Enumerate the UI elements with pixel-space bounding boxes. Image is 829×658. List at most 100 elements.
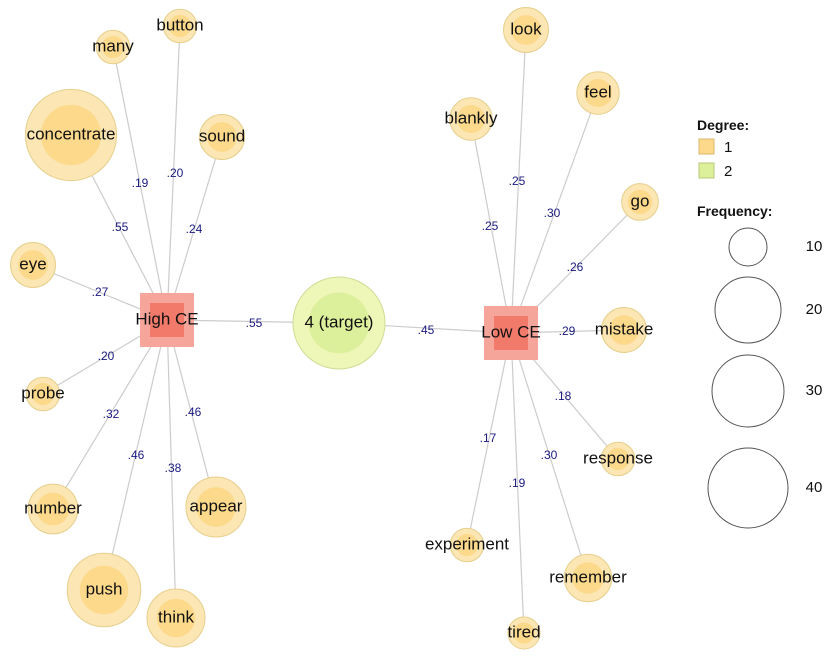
edge-high-think xyxy=(166,319,177,619)
legend-degree-label-2: 2 xyxy=(724,163,732,180)
hub-inner-square xyxy=(150,303,184,337)
hub-inner-square xyxy=(494,316,528,350)
edge-label-low-response: .18 xyxy=(555,389,572,403)
node-feel: feel xyxy=(576,71,620,115)
node-label-probe: probe xyxy=(21,383,64,402)
edge-label-high-many: .19 xyxy=(132,176,149,190)
node-inner-circle xyxy=(511,15,541,45)
node-inner-circle xyxy=(36,492,70,526)
edge-high-many xyxy=(112,46,168,321)
node-label-low: Low CE xyxy=(481,322,541,341)
edge-label-low-blankly: .25 xyxy=(482,219,499,233)
node-inner-circle xyxy=(40,104,102,166)
edge-labels-layer: .19.20.55.24.27.20.32.46.38.46.55.45.25.… xyxy=(92,166,584,490)
edge-high-number xyxy=(52,319,168,510)
legend-degree-swatch-2 xyxy=(698,162,715,179)
node-label-sound: sound xyxy=(199,126,245,145)
node-label-feel: feel xyxy=(584,82,611,101)
legend-degree-title: Degree: xyxy=(697,117,749,133)
node-go: go xyxy=(621,183,659,221)
node-eye: eye xyxy=(10,242,56,288)
edge-label-low-mistake: .29 xyxy=(559,324,576,338)
node-inner-circle xyxy=(168,14,192,38)
node-inner-circle xyxy=(455,533,479,557)
legend-frequency-label-20: 20 xyxy=(806,301,823,318)
legend-frequency-title: Frequency: xyxy=(697,203,772,219)
node-inner-circle xyxy=(627,189,653,215)
node-experiment: experiment xyxy=(425,527,509,563)
node-mistake: mistake xyxy=(595,307,654,353)
node-appear: appear xyxy=(185,476,247,538)
edge-high-sound xyxy=(166,136,223,321)
edge-low-blankly xyxy=(470,118,512,334)
edge-low-look xyxy=(510,29,527,334)
node-inner-circle xyxy=(101,35,125,59)
node-label-think: think xyxy=(158,607,194,626)
node-label-look: look xyxy=(510,19,542,38)
node-label-appear: appear xyxy=(190,496,243,515)
edge-label-low-experiment: .17 xyxy=(480,431,497,445)
edge-label-high-concentrate: .55 xyxy=(112,220,129,234)
node-label-push: push xyxy=(86,579,123,598)
node-inner-circle xyxy=(606,447,630,471)
node-label-response: response xyxy=(583,448,653,467)
legend-degree-label-1: 1 xyxy=(724,139,732,156)
node-label-experiment: experiment xyxy=(425,534,509,553)
edge-low-experiment xyxy=(466,332,512,546)
edge-label-low-look: .25 xyxy=(509,174,526,188)
edge-label-high-probe: .20 xyxy=(98,349,115,363)
node-inner-circle xyxy=(207,122,237,152)
node-think: think xyxy=(146,588,206,648)
edge-label-low-feel: .30 xyxy=(544,206,561,220)
node-response: response xyxy=(583,441,653,477)
legend-frequency-label-30: 30 xyxy=(806,382,823,399)
node-push: push xyxy=(66,552,142,628)
legend-frequency-circle-30 xyxy=(711,354,785,428)
edge-label-low-tired: .19 xyxy=(509,476,526,490)
edge-low-tired xyxy=(510,332,525,634)
node-label-concentrate: concentrate xyxy=(27,124,116,143)
legend-frequency-circle-10 xyxy=(728,227,768,267)
edge-high-appear xyxy=(166,319,217,508)
edge-label-high-think: .38 xyxy=(165,461,182,475)
node-high: High CE xyxy=(135,293,199,347)
node-inner-circle xyxy=(572,562,604,594)
edge-low-feel xyxy=(510,92,599,334)
node-label-remember: remember xyxy=(549,567,627,586)
node-probe: probe xyxy=(21,376,65,412)
node-label-go: go xyxy=(631,191,650,210)
node-blankly: blankly xyxy=(445,97,498,141)
edge-label-high-number: .32 xyxy=(103,407,120,421)
edge-high-push xyxy=(103,319,168,591)
node-button: button xyxy=(156,8,204,44)
edge-label-high-eye: .27 xyxy=(92,285,109,299)
edge-label-high-sound: .24 xyxy=(186,222,203,236)
node-number: number xyxy=(24,483,82,535)
edge-label-low-remember: .30 xyxy=(541,448,558,462)
node-inner-circle xyxy=(583,78,613,108)
node-inner-circle xyxy=(79,565,129,615)
node-remember: remember xyxy=(549,553,627,603)
node-inner-circle xyxy=(18,250,48,280)
edge-label-high-target: .55 xyxy=(246,316,263,330)
edge-label-high-push: .46 xyxy=(128,448,145,462)
node-many: many xyxy=(92,29,134,65)
edge-label-low-go: .26 xyxy=(567,260,584,274)
legend-degree-swatch-1 xyxy=(698,138,715,155)
node-label-button: button xyxy=(156,15,203,34)
node-sound: sound xyxy=(199,114,245,160)
node-label-target: 4 (target) xyxy=(305,312,374,331)
node-inner-circle xyxy=(196,487,236,527)
node-label-tired: tired xyxy=(507,622,540,641)
node-tired: tired xyxy=(507,616,541,650)
nodes-layer: High CE Low CE 4 (target) many button concent… xyxy=(10,7,659,650)
edge-high-button xyxy=(166,25,181,321)
edge-label-low-target: .45 xyxy=(418,323,435,337)
node-inner-circle xyxy=(31,382,55,406)
legend-frequency-circle-40 xyxy=(707,447,789,529)
node-label-mistake: mistake xyxy=(595,319,654,338)
node-concentrate: concentrate xyxy=(24,88,118,182)
